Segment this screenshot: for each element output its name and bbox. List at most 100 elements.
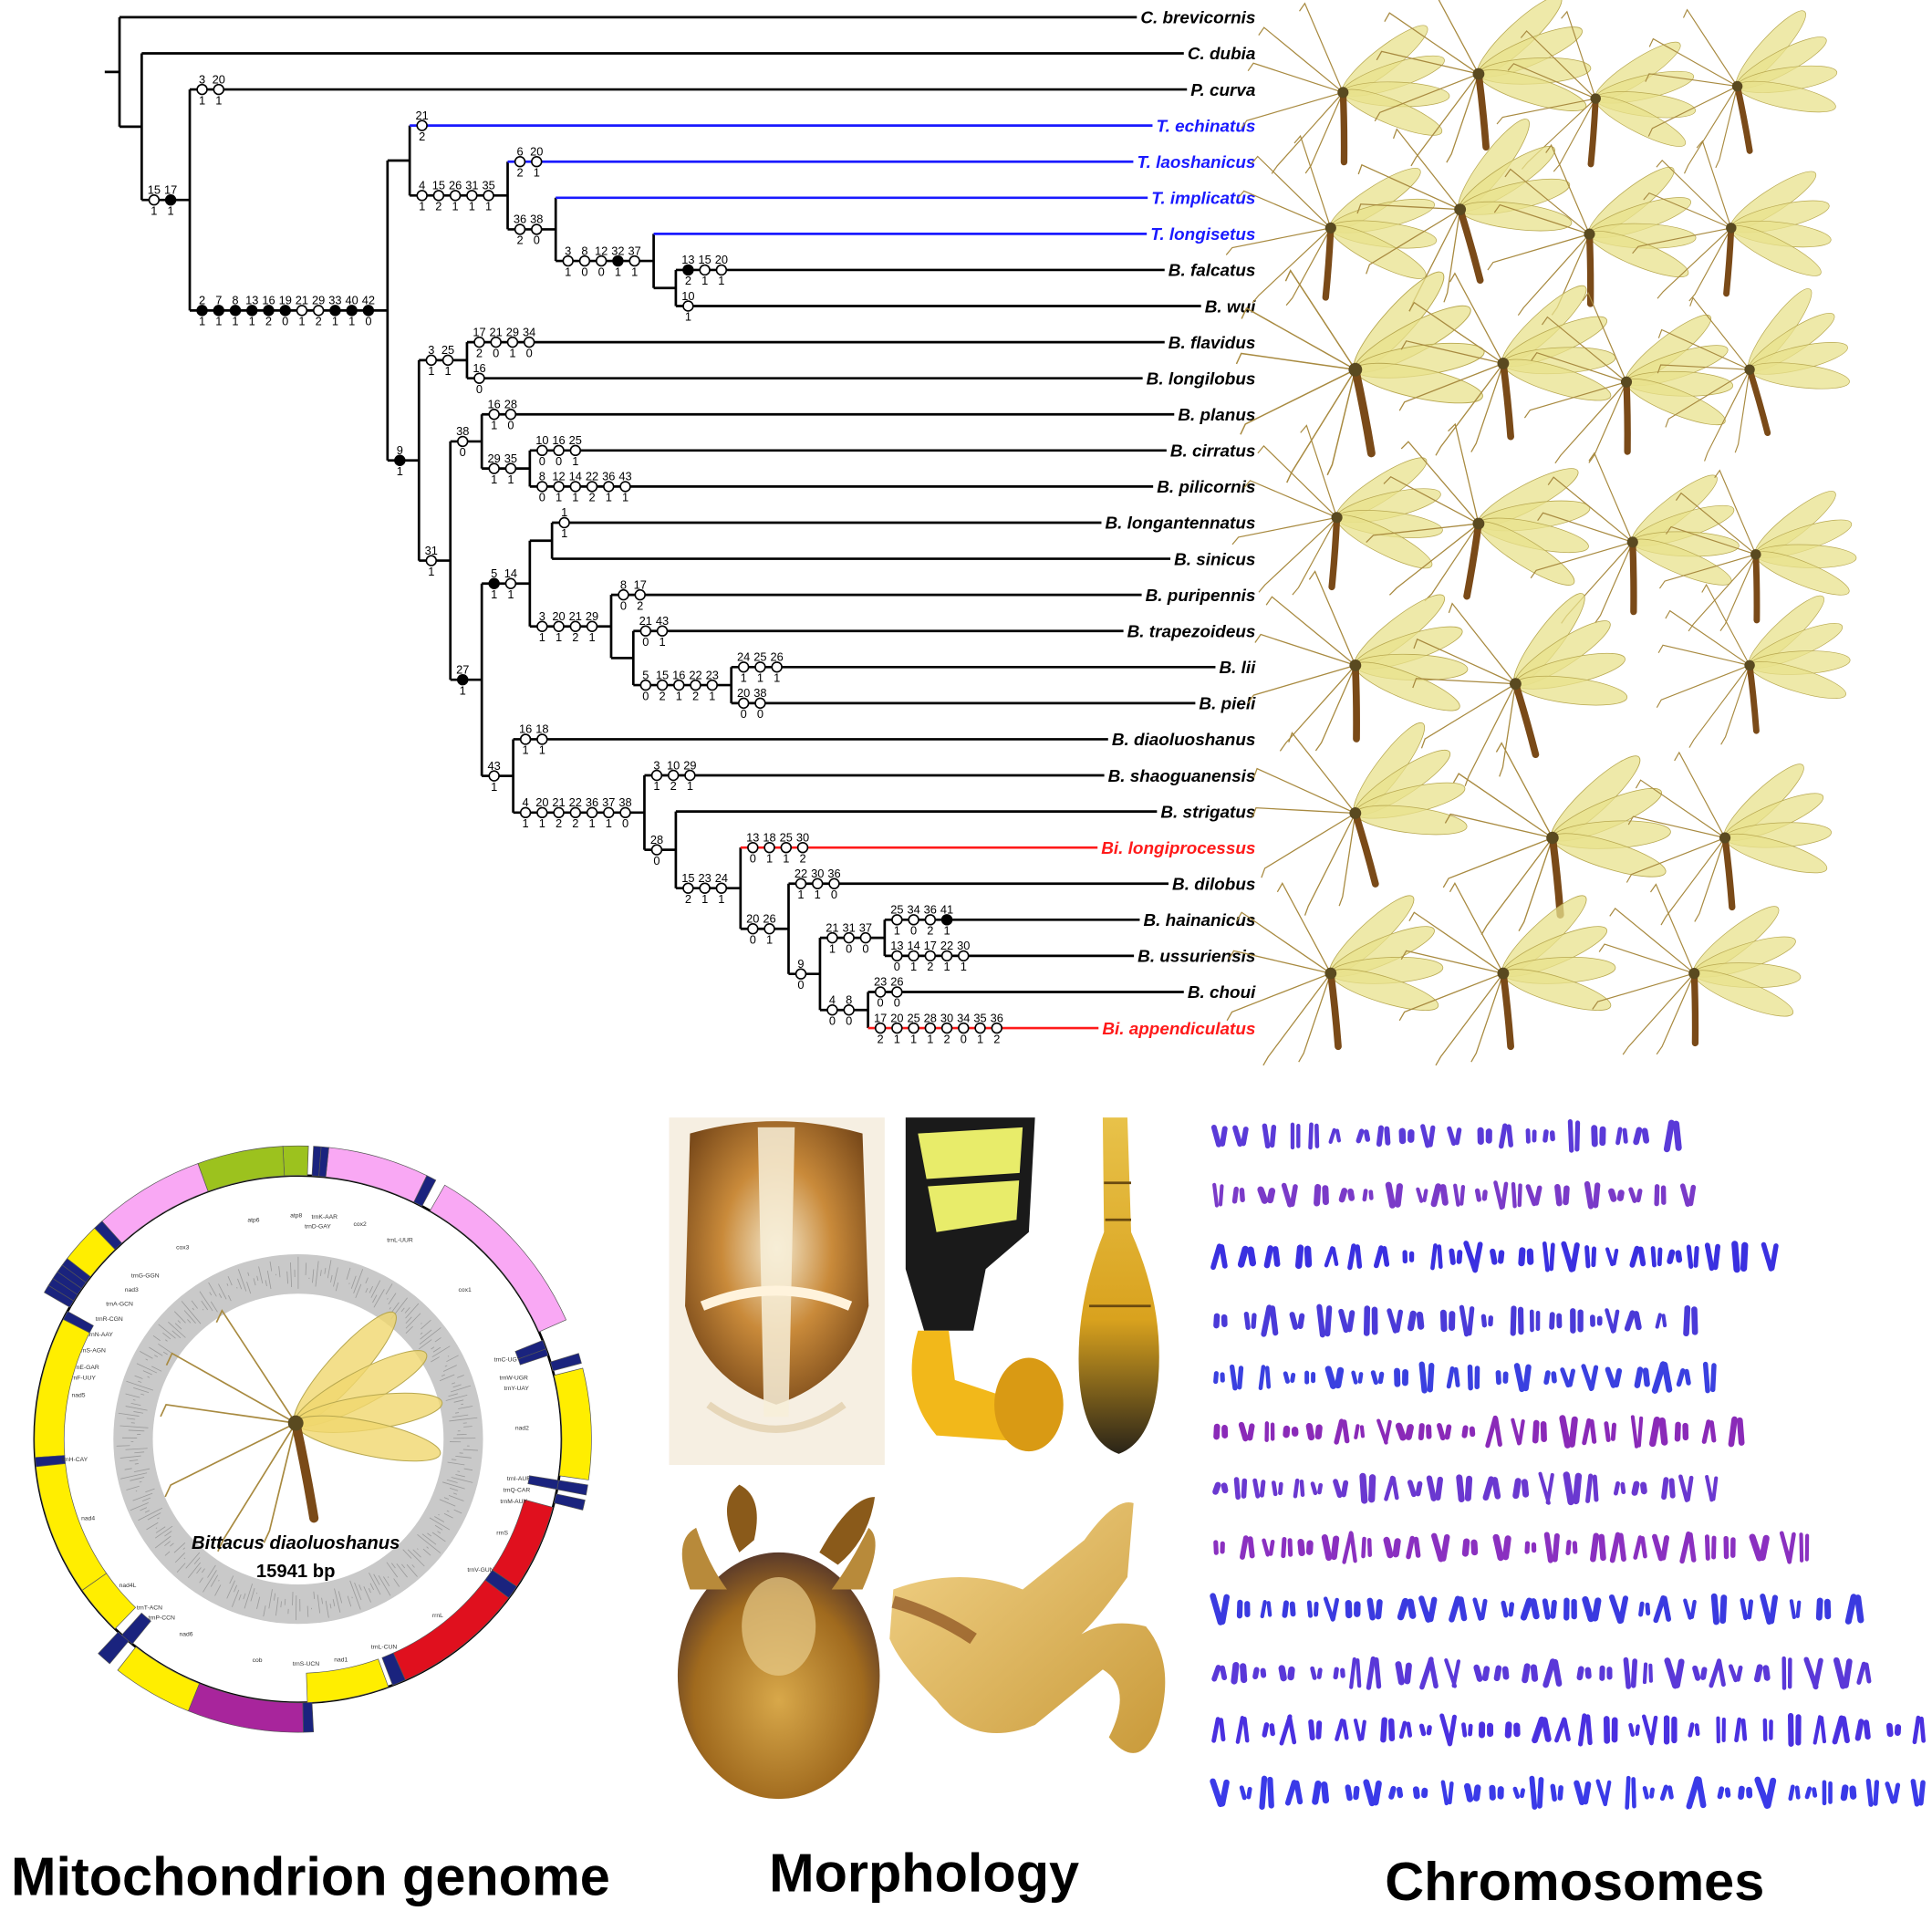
gc-tick (140, 1393, 145, 1396)
character-number: 26 (763, 911, 775, 925)
chromosome (1495, 1370, 1501, 1386)
homoplasy-marker (763, 841, 775, 854)
homoplasy-marker (536, 444, 548, 457)
taxon-label: B. longilobus (1147, 369, 1256, 389)
leg (1262, 972, 1332, 1066)
chromosome (1231, 1662, 1240, 1685)
leg (1704, 369, 1750, 462)
chromosome (1236, 1599, 1243, 1619)
leg (1656, 664, 1750, 708)
metaphase-spread-row (1211, 1656, 1872, 1690)
leg (1545, 143, 1591, 234)
gc-tick (130, 1477, 145, 1481)
leg (1688, 665, 1750, 748)
chromosome (1304, 1370, 1310, 1385)
gc-tick (418, 1339, 432, 1350)
homoplasy-marker (859, 931, 872, 944)
homoplasy-marker (586, 806, 598, 819)
homoplasy-marker (754, 697, 766, 710)
chromosome (1577, 1713, 1587, 1747)
chromosome (1584, 1245, 1591, 1269)
chromosome (1590, 1314, 1595, 1327)
gc-tick (284, 1598, 286, 1605)
leg (1408, 911, 1504, 974)
character-number: 23 (874, 975, 887, 989)
leg (1645, 73, 1738, 88)
leg (1388, 523, 1480, 596)
leg (1400, 340, 1504, 365)
chromosome (1628, 1187, 1637, 1203)
gc-tick (136, 1363, 158, 1374)
insect-photo (1398, 882, 1616, 1066)
chromosome (1354, 1601, 1361, 1617)
homoplasy-marker (569, 620, 582, 632)
chromosome (1278, 1481, 1283, 1496)
chromosome (1347, 1189, 1356, 1201)
chromosome (1605, 1308, 1615, 1334)
gc-tick (208, 1282, 217, 1297)
gc-tick (405, 1316, 412, 1324)
gene-cox3 (101, 1163, 209, 1244)
chromosome (1266, 1601, 1272, 1617)
character-state: 2 (659, 689, 665, 702)
gc-tick (133, 1411, 144, 1414)
homoplasy-marker (828, 878, 840, 889)
chromosome (1335, 1718, 1345, 1741)
gene-cob (188, 1683, 304, 1733)
chromosome (1598, 1533, 1606, 1562)
chromosome (1625, 1775, 1631, 1810)
character-number: 43 (618, 470, 631, 483)
metaphase-spread-row (1210, 1775, 1926, 1811)
leg (1293, 134, 1332, 229)
chromosome (1335, 1366, 1345, 1389)
leg (1449, 272, 1504, 364)
chromosome (1281, 1536, 1287, 1559)
gc-tick (210, 1574, 219, 1587)
chromosome (1517, 1183, 1522, 1208)
chromosome (1289, 1184, 1298, 1207)
leg (1240, 369, 1356, 435)
character-number: 3 (653, 758, 660, 772)
taxon-label: B. puripennis (1146, 587, 1256, 606)
homoplasy-marker (553, 806, 565, 819)
leg (1627, 815, 1726, 839)
leg (1689, 296, 1750, 370)
gc-tick (443, 1512, 453, 1519)
character-state: 0 (750, 932, 756, 946)
chromosome (1311, 1372, 1316, 1384)
chromosome (1270, 1422, 1275, 1441)
character-state: 0 (556, 454, 562, 468)
thorax (1546, 831, 1559, 845)
gc-tick (134, 1463, 139, 1465)
homoplasy-marker (562, 254, 574, 267)
leg (1279, 664, 1356, 752)
gc-tick (116, 1445, 130, 1447)
taxon-label: B. ussuriensis (1137, 948, 1255, 967)
chromosome (1501, 1666, 1510, 1680)
chromosome (1464, 1475, 1473, 1501)
chromosome (1582, 1418, 1592, 1446)
chromosome (1694, 1723, 1700, 1737)
chromosome (1585, 1714, 1593, 1746)
homoplasy-marker (531, 223, 543, 235)
leg (1675, 492, 1757, 556)
gc-tick (396, 1563, 408, 1578)
gc-tick (154, 1525, 173, 1539)
gc-tick (373, 1289, 385, 1308)
gc-tick (202, 1568, 205, 1573)
character-number: 29 (586, 609, 598, 623)
synapomorphy-marker (263, 305, 275, 317)
chromosome (1328, 1127, 1336, 1144)
chromosome (1649, 1787, 1655, 1799)
character-state: 1 (491, 587, 497, 601)
chromosome (1294, 1244, 1304, 1270)
homoplasy-marker (457, 435, 469, 448)
gc-tick (128, 1429, 145, 1432)
leg (1561, 10, 1596, 99)
gc-tick (404, 1307, 410, 1314)
character-number: 23 (706, 668, 719, 681)
chromosome (1418, 1723, 1427, 1737)
homoplasy-marker (690, 679, 701, 691)
chromosome (1287, 1666, 1295, 1681)
thorax (1472, 517, 1485, 530)
